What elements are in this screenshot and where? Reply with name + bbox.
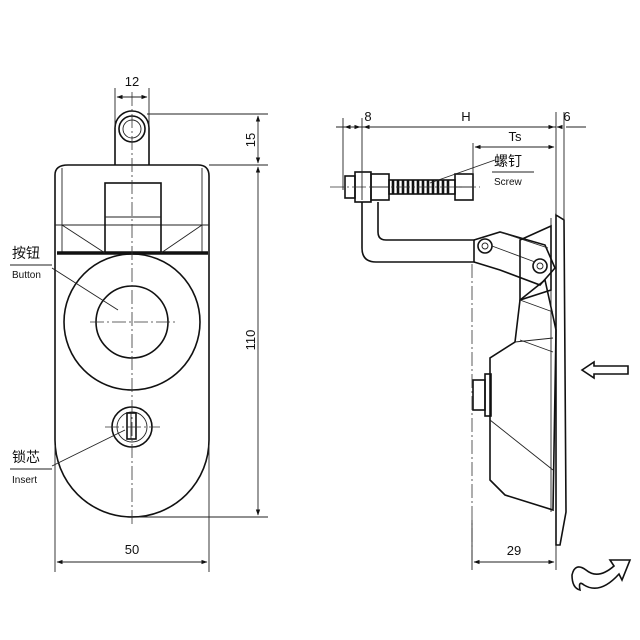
rotate-arrow-icon <box>571 559 632 592</box>
dim-depth <box>471 520 557 570</box>
insert-label-en: Insert <box>12 475 37 486</box>
mount-plate <box>519 213 567 546</box>
dim-label-29: 29 <box>507 543 521 558</box>
latch-bar <box>361 202 475 263</box>
screw-label-en: Screw <box>494 177 523 188</box>
link-mechanism <box>473 231 556 286</box>
dim-top-height <box>147 113 268 166</box>
lock-body-outline <box>54 164 210 518</box>
dim-label-6: 6 <box>563 109 570 124</box>
dim-label-12: 12 <box>125 74 139 89</box>
insert-stub <box>472 373 492 417</box>
side-view <box>330 112 632 592</box>
dim-width <box>54 445 210 572</box>
handle-slot <box>61 182 203 254</box>
cone-housing <box>489 278 557 512</box>
dim-ts <box>472 143 555 174</box>
screw-leader <box>429 159 496 184</box>
dim-label-ts: Ts <box>509 129 523 144</box>
screw-label-cn: 螺钉 <box>494 153 522 169</box>
front-view <box>51 88 268 572</box>
dim-label-110: 110 <box>243 330 258 351</box>
button-label-en: Button <box>12 270 41 281</box>
button-label-cn: 按钮 <box>12 245 40 261</box>
insert-leader <box>51 429 126 467</box>
dim-label-h: H <box>461 109 470 124</box>
dim-label-50: 50 <box>125 542 139 557</box>
dim-label-15: 15 <box>243 133 258 147</box>
dim-top-width <box>114 88 150 128</box>
insert-label-cn: 锁芯 <box>12 449 40 465</box>
button-leader <box>51 267 119 311</box>
push-arrow-icon <box>580 360 629 380</box>
dim-label-8: 8 <box>364 109 371 124</box>
dim-total-height <box>140 166 268 518</box>
dim-side-top <box>336 112 586 220</box>
